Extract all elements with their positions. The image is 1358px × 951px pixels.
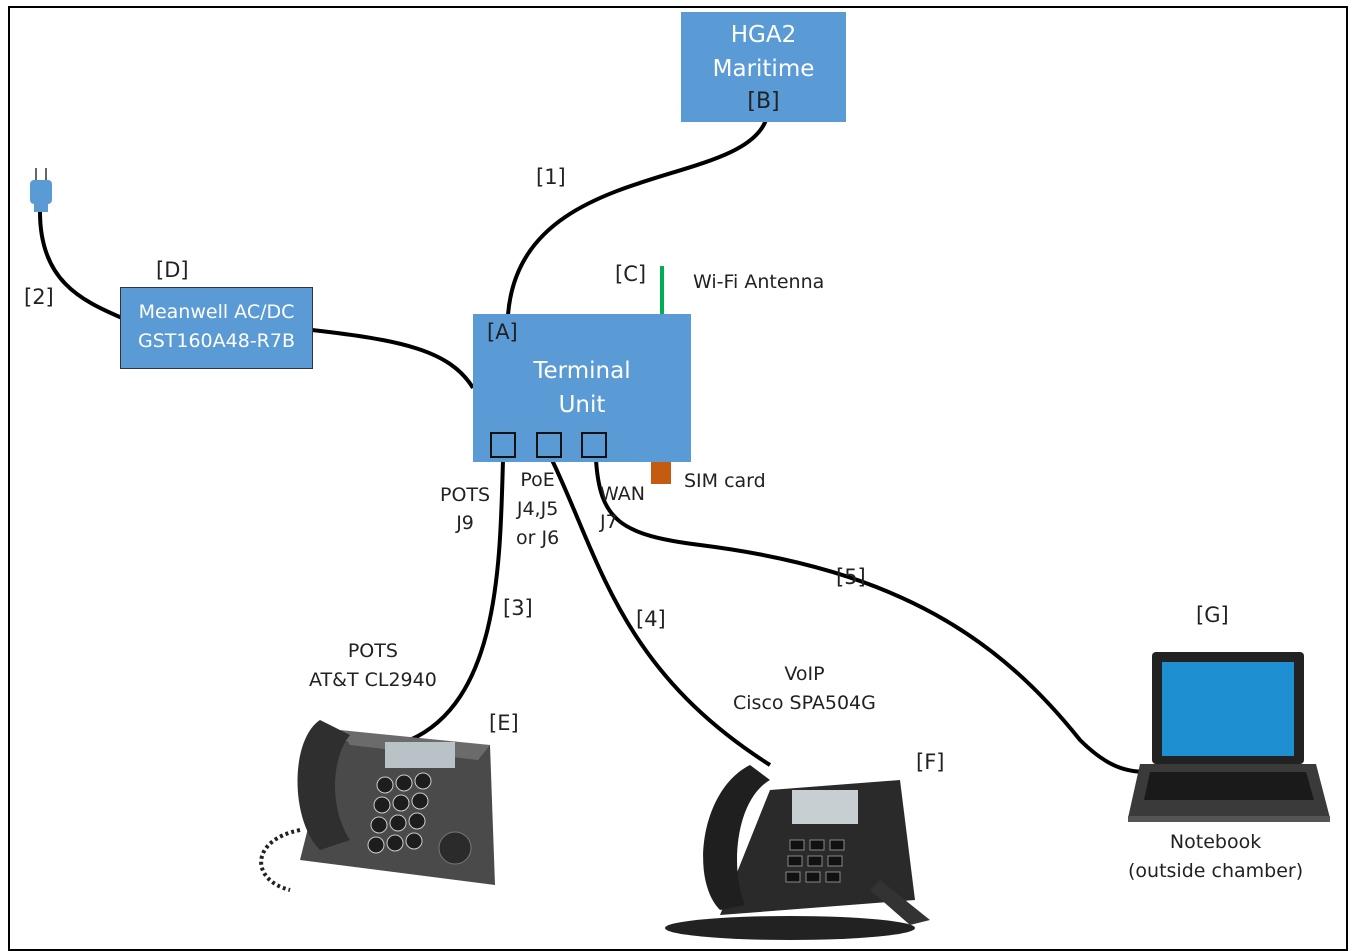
cable-2: [38, 211, 123, 320]
cable-1: [506, 119, 768, 316]
notebook-icon: [1128, 652, 1330, 822]
cable-dc: [311, 328, 475, 390]
pots-phone-icon: [259, 720, 495, 892]
meanwell-title: Meanwell AC/DC GST160A48-R7B: [137, 301, 295, 352]
wan-port-label: WAN J7: [600, 483, 645, 533]
notebook-tag: [G]: [1196, 603, 1229, 627]
meanwell-tag: [D]: [156, 258, 189, 282]
sim-card-label: SIM card: [684, 470, 766, 492]
pots-phone-label: POTS AT&T CL2940: [309, 640, 437, 691]
cable-4-label: [4]: [636, 607, 666, 631]
hga2-title: HGA2 Maritime: [712, 22, 815, 82]
voip-phone-tag: [F]: [916, 750, 945, 774]
cable-3-label: [3]: [503, 596, 533, 620]
wifi-tag: [C]: [615, 262, 647, 286]
wifi-antenna-label: Wi-Fi Antenna: [693, 271, 825, 293]
hga2-tag: [B]: [747, 89, 780, 114]
notebook-label: Notebook (outside chamber): [1128, 831, 1304, 882]
wan-port: [581, 432, 607, 458]
pots-port-label: POTS J9: [440, 484, 491, 534]
pots-phone-tag: [E]: [489, 711, 519, 735]
terminal-tag: [A]: [487, 320, 518, 344]
power-plug-icon: [30, 168, 52, 212]
cable-2-label: [2]: [24, 285, 54, 309]
cable-5-label: [5]: [836, 565, 866, 589]
terminal-title: Terminal Unit: [533, 358, 631, 418]
sim-card-icon: [651, 462, 671, 484]
cable-4: [550, 459, 772, 767]
pots-port: [490, 432, 516, 458]
voip-phone-icon: [665, 765, 930, 940]
meanwell-psu-box: Meanwell AC/DC GST160A48-R7B: [120, 287, 313, 369]
cable-3: [409, 459, 505, 742]
cable-1-label: [1]: [536, 165, 566, 189]
cable-5: [594, 459, 1151, 774]
terminal-unit-box: [A] Terminal Unit: [473, 314, 691, 462]
hga2-maritime-box: HGA2 Maritime [B]: [681, 12, 846, 122]
poe-port: [536, 432, 562, 458]
voip-phone-label: VoIP Cisco SPA504G: [733, 663, 876, 714]
poe-port-label: PoE J4,J5 or J6: [516, 469, 560, 549]
